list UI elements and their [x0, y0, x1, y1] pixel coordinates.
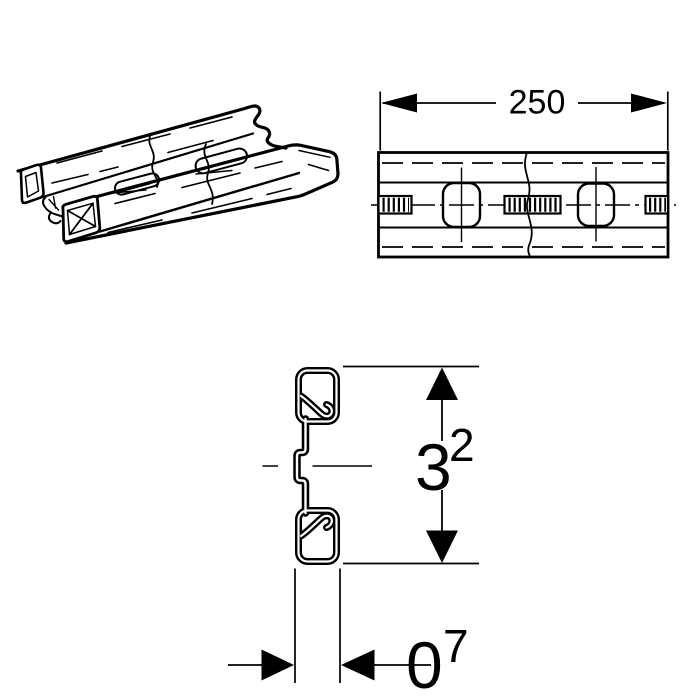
near-rail-end-face-x: [66, 202, 97, 236]
serrated-slot-left: [377, 194, 413, 215]
isometric-view: [16, 104, 340, 245]
dimension-arrow-right: [631, 93, 667, 113]
far-rail-top-edge: [16, 104, 288, 173]
far-rail-bottom-edge: [21, 132, 255, 205]
far-rail-end-face: [19, 163, 45, 205]
surface-highlight-dashes: [51, 116, 330, 234]
top-view-break-line: [524, 151, 533, 258]
cross-section-view: 3 2 0 7: [228, 365, 479, 700]
dimension-arrow-left: [381, 93, 417, 113]
dimension-arrow-inward-right: [341, 649, 375, 681]
top-view: 250: [371, 84, 676, 259]
dimension-arrow-inward-left: [261, 649, 294, 681]
dimension-height-superscript: 2: [449, 419, 475, 471]
profile-web: [293, 415, 310, 517]
near-rail-front-edge: [98, 171, 301, 233]
serrated-slot-center: [503, 194, 562, 215]
rail-connector-detail: [42, 196, 64, 225]
dimension-height-label: 3: [415, 430, 452, 504]
dimension-arrow-up: [426, 367, 458, 400]
dimension-width-superscript: 7: [443, 620, 469, 672]
dimension-length-label: 250: [509, 84, 566, 122]
section-profile-midline: [295, 369, 338, 563]
near-rail-outline: [64, 143, 340, 245]
dimension-width-label: 0: [406, 628, 443, 700]
rail-connector-detail-inner: [48, 195, 60, 211]
near-rail-cap-inner: [298, 149, 331, 159]
dimension-length-250: 250: [379, 84, 669, 151]
serrated-slot-right: [644, 194, 670, 215]
far-rail-end-face-inner: [24, 171, 40, 198]
parting-line-near: [203, 143, 214, 205]
dimension-width: 0 7: [228, 568, 469, 700]
dimension-arrow-down: [426, 530, 458, 563]
parting-line-far: [148, 132, 159, 188]
dimension-height: 3 2: [343, 365, 479, 565]
